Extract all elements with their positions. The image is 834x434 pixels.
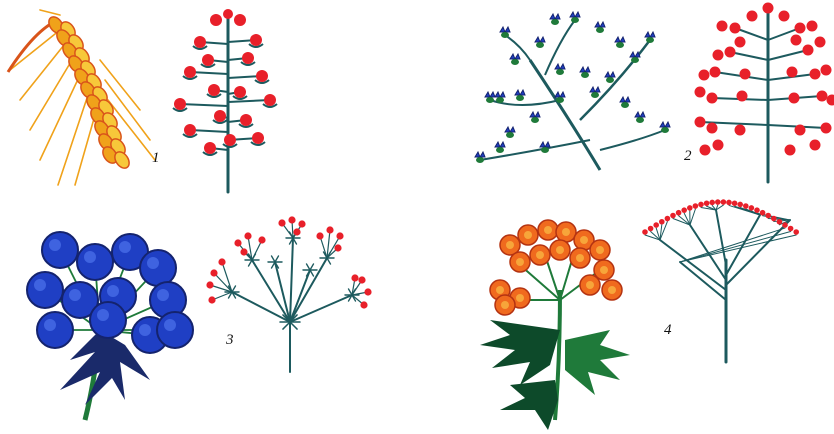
flower-dot (665, 216, 671, 222)
flower-dot (737, 202, 743, 208)
flower-dot (793, 229, 799, 235)
flower-dot (749, 205, 755, 211)
flower-dot (642, 229, 648, 235)
flower-dot (693, 203, 699, 209)
flower-dot (765, 213, 771, 219)
flower-dot (709, 200, 715, 206)
corymb-pedicel (690, 209, 695, 225)
flower-dot (648, 226, 654, 232)
corymb-pedicel (680, 235, 796, 262)
flower-dot (788, 226, 794, 232)
flower-dot (676, 210, 682, 216)
flower-dot (782, 222, 788, 228)
flower-dot (704, 200, 710, 206)
flower-dot (715, 199, 721, 205)
flower-dot (721, 199, 727, 205)
flower-dot (743, 203, 749, 209)
flower-dot (777, 219, 783, 225)
corymb-pedicel (679, 216, 690, 225)
flower-dot (771, 216, 777, 222)
flower-dot (698, 202, 704, 208)
flower-dot (726, 200, 732, 206)
flower-dot (681, 207, 687, 213)
flower-dot (732, 200, 738, 206)
corymb-branch (716, 210, 726, 265)
figure-number-4: 4 (664, 322, 672, 339)
flower-dot (760, 210, 766, 216)
flower-dot (754, 207, 760, 213)
flower-dot (653, 222, 659, 228)
flower-dot (687, 205, 693, 211)
flower-dot (659, 219, 665, 225)
flower-dot (670, 213, 676, 219)
